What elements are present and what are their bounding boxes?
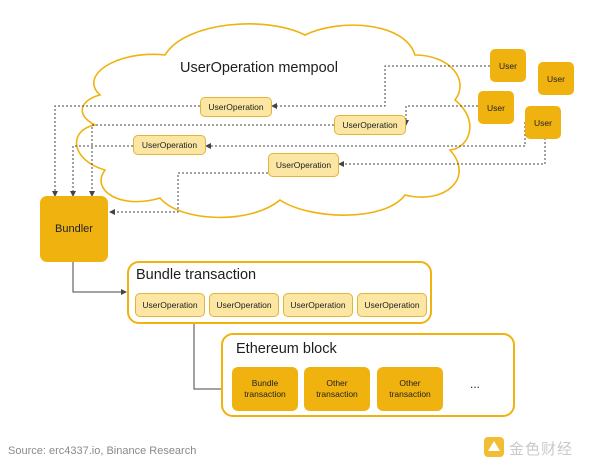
mempool-cloud: [75, 23, 471, 219]
block-other-transaction-1: Other transaction: [304, 367, 370, 411]
mempool-useroperation-2: UserOperation: [334, 115, 406, 135]
watermark-text: 金色财经: [509, 441, 574, 458]
mempool-useroperation-4: UserOperation: [268, 153, 339, 177]
ethereum-block-title: Ethereum block: [236, 341, 337, 357]
bundle-useroperation-4: UserOperation: [357, 293, 427, 317]
mempool-title: UserOperation mempool: [180, 60, 338, 76]
mempool-useroperation-1: UserOperation: [200, 97, 272, 117]
bundle-useroperation-2: UserOperation: [209, 293, 279, 317]
block-ellipsis: ...: [470, 377, 481, 391]
user-box-3: User: [478, 91, 514, 124]
user-box-1: User: [490, 49, 526, 82]
user-box-2: User: [538, 62, 574, 95]
watermark-logo-icon: [483, 436, 505, 458]
user-box-4: User: [525, 106, 561, 139]
bundle-transaction-title: Bundle transaction: [136, 267, 257, 283]
bundle-useroperation-1: UserOperation: [135, 293, 205, 317]
source-caption: Source: erc4337.io, Binance Research: [8, 445, 197, 457]
block-bundle-transaction: Bundle transaction: [232, 367, 298, 411]
bundle-useroperation-3: UserOperation: [283, 293, 353, 317]
mempool-useroperation-3: UserOperation: [133, 135, 206, 155]
block-other-transaction-2: Other transaction: [377, 367, 443, 411]
bundler-box: Bundler: [40, 196, 108, 262]
